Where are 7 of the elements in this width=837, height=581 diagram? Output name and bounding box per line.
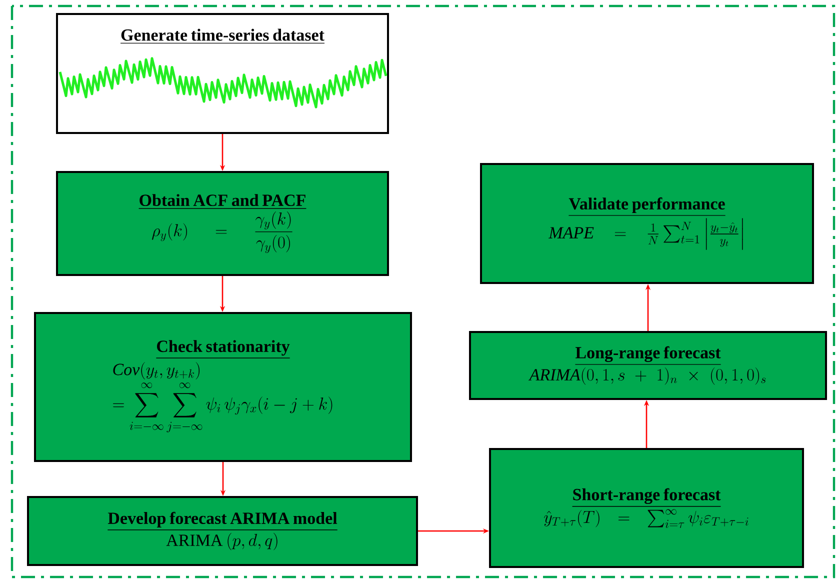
process-box: Short-range forecast $\hat{y}_{T+\tau}(T) = \sum_{i=\tau}^{\infty} \psi_i \varepsilon_{T+\tau-i}$ [489, 448, 804, 568]
process-box: Develop forecast ARIMA model $\mathrm{ARIMA}\ (p,d,q)$ [27, 496, 418, 566]
process-box: Check stationarity $\begin{array}{l} \mathit{Cov}(y_t, y_{t+k}) \\ = \displaystyle\sum_{i=-\infty}^{\infty}\sum_{j=-\infty}^{\infty} \psi_i\, \psi_j \gamma_x(i-j+k) \end{array}$ [34, 312, 412, 462]
process-box: Generate time-series dataset [56, 13, 389, 134]
process-box: Obtain ACF and PACF $\rho_y(k) = \dfrac{\gamma_y(k)}{\gamma_y(0)}$ [56, 171, 389, 276]
process-box: Validate performance $\mathit{MAPE} = \frac{1}{N}\sum_{t=1}^{N}\left|\frac{y_t-\hat{y}_t}{y_t}\right|$ [480, 163, 814, 284]
process-box: Long-range forecast $\mathit{ARIMA}(0,1,s+1)_n \times (0,1,0)_s$ [469, 331, 828, 400]
